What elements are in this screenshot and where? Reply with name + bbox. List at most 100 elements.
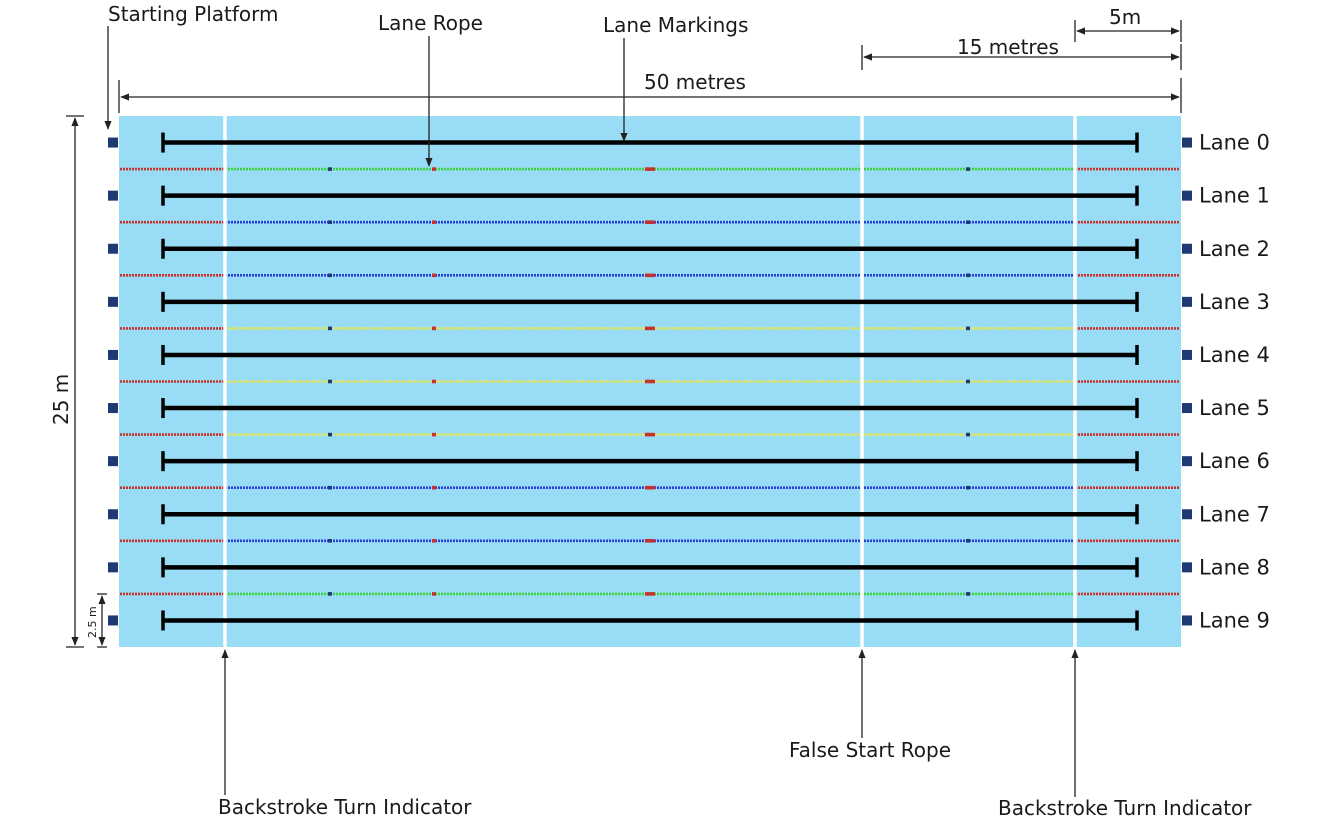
lane-marking bbox=[161, 398, 1139, 419]
rope-float bbox=[966, 220, 970, 224]
lanes: Lane 0 Lane 1 Lane 2 Lane 3 Lane 4 Lane 5 Lane… bbox=[108, 131, 1270, 632]
lane-label: Lane 6 bbox=[1199, 449, 1270, 473]
lane-label-marker bbox=[1182, 403, 1192, 414]
rope-float bbox=[328, 220, 332, 224]
lane-rope bbox=[120, 167, 1180, 171]
lane-label-marker bbox=[1182, 562, 1192, 573]
fifty-metres-label: 50 metres bbox=[644, 70, 746, 94]
rope-float bbox=[328, 432, 332, 437]
rope-float bbox=[432, 592, 436, 596]
rope-float bbox=[432, 485, 436, 490]
starting-platform bbox=[108, 403, 118, 414]
rope-float bbox=[328, 379, 332, 384]
lane-marking bbox=[161, 291, 1139, 312]
lane-marking bbox=[161, 557, 1139, 578]
rope-float bbox=[966, 485, 970, 490]
rope-float bbox=[645, 273, 655, 278]
rope-float bbox=[645, 167, 655, 171]
rope-float bbox=[328, 485, 332, 490]
lane-label-marker bbox=[1182, 509, 1192, 520]
backstroke-right-label: Backstroke Turn Indicator bbox=[998, 796, 1252, 820]
fifteen-metres-label: 15 metres bbox=[957, 35, 1059, 59]
rope-float bbox=[966, 539, 970, 543]
lane-label: Lane 9 bbox=[1199, 608, 1270, 632]
rope-float bbox=[432, 539, 436, 543]
rope-float bbox=[645, 592, 655, 596]
lane-rope bbox=[120, 592, 1180, 596]
rope-float bbox=[966, 273, 970, 278]
lane-marking bbox=[161, 132, 1139, 153]
lane-label-marker bbox=[1182, 349, 1192, 360]
rope-float bbox=[645, 326, 655, 331]
lane-label: Lane 4 bbox=[1199, 343, 1270, 367]
starting-platform bbox=[108, 296, 118, 307]
rope-float bbox=[328, 273, 332, 278]
lane-rope-label: Lane Rope bbox=[378, 11, 483, 35]
rope-float bbox=[328, 167, 332, 171]
rope-float bbox=[966, 432, 970, 437]
lane-label: Lane 3 bbox=[1199, 290, 1270, 314]
rope-float bbox=[432, 326, 436, 331]
rope-float bbox=[645, 379, 655, 384]
lane-rope bbox=[120, 273, 1180, 278]
lane-ropes bbox=[120, 167, 1180, 596]
rope-float bbox=[966, 592, 970, 596]
lane-label: Lane 1 bbox=[1199, 184, 1270, 208]
rope-float bbox=[645, 432, 655, 437]
backstroke-left-label: Backstroke Turn Indicator bbox=[218, 795, 472, 819]
starting-platform bbox=[108, 509, 118, 520]
lane-label-marker bbox=[1182, 243, 1192, 254]
lane-label-marker bbox=[1182, 296, 1192, 307]
rope-float bbox=[432, 379, 436, 384]
lane-marking bbox=[161, 504, 1139, 525]
starting-platform bbox=[108, 190, 118, 201]
rope-float bbox=[966, 379, 970, 384]
starting-platform bbox=[108, 349, 118, 360]
starting-platform bbox=[108, 615, 118, 626]
lane-label-marker bbox=[1182, 615, 1192, 626]
rope-float bbox=[645, 220, 655, 224]
rope-float bbox=[645, 485, 655, 490]
lane-marking bbox=[161, 451, 1139, 472]
lane-label: Lane 5 bbox=[1199, 396, 1270, 420]
lane-marking bbox=[161, 344, 1139, 365]
starting-platform-label: Starting Platform bbox=[108, 2, 279, 26]
rope-float bbox=[966, 326, 970, 331]
rope-float bbox=[432, 220, 436, 224]
starting-platform bbox=[108, 243, 118, 254]
lane-label: Lane 0 bbox=[1199, 131, 1270, 155]
rope-float bbox=[966, 167, 970, 171]
rope-float bbox=[328, 326, 332, 331]
lane-marking bbox=[161, 238, 1139, 259]
lane-rope bbox=[120, 485, 1180, 490]
rope-float bbox=[432, 432, 436, 437]
lane-label: Lane 2 bbox=[1199, 237, 1270, 261]
false-start-rope-label: False Start Rope bbox=[789, 738, 951, 762]
rope-float bbox=[328, 539, 332, 543]
lane-label-marker bbox=[1182, 456, 1192, 467]
rope-float bbox=[432, 273, 436, 278]
lane-rope bbox=[120, 379, 1180, 384]
lane-markings bbox=[161, 132, 1139, 631]
lane-rope bbox=[120, 432, 1180, 437]
lane-label: Lane 7 bbox=[1199, 502, 1270, 526]
starting-platform bbox=[108, 562, 118, 573]
lane-rope bbox=[120, 539, 1180, 543]
starting-platform bbox=[108, 456, 118, 467]
lane-label-marker bbox=[1182, 190, 1192, 201]
lane-marking bbox=[161, 185, 1139, 206]
rope-float bbox=[328, 592, 332, 596]
lane-marking bbox=[161, 610, 1139, 631]
five-m-label: 5m bbox=[1109, 5, 1141, 29]
twenty-five-m-label: 25 m bbox=[49, 374, 73, 425]
starting-platform bbox=[108, 137, 118, 148]
rope-float bbox=[645, 539, 655, 543]
lane-label-marker bbox=[1182, 137, 1192, 148]
lane-label: Lane 8 bbox=[1199, 555, 1270, 579]
lane-markings-label: Lane Markings bbox=[603, 13, 748, 37]
lane-rope bbox=[120, 326, 1180, 331]
two-point-five-m-label: 2.5 m bbox=[86, 606, 99, 638]
lane-rope bbox=[120, 220, 1180, 224]
rope-float bbox=[432, 167, 436, 171]
